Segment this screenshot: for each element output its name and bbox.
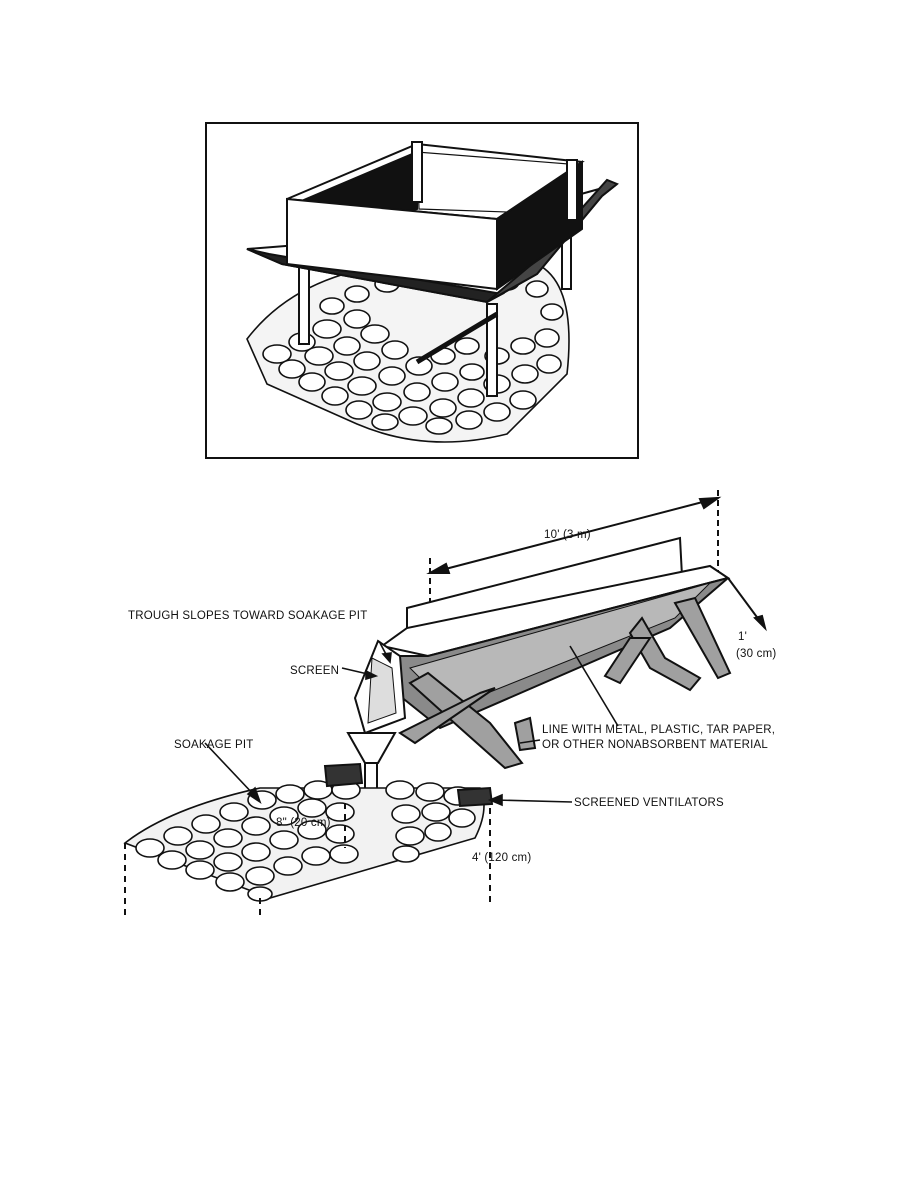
figure-soakage-pit-frame — [205, 122, 639, 459]
leader-arrows — [204, 642, 619, 807]
label-width-cm: (30 cm) — [736, 648, 777, 660]
trough-legs — [398, 596, 732, 770]
figure-urine-trough: 10' (3 m) TROUGH SLOPES TOWARD SOAKAGE P… — [110, 478, 830, 928]
label-screen: SCREEN — [290, 665, 340, 677]
ventilators — [323, 762, 494, 808]
depth-lines — [124, 803, 491, 918]
drain-pipe — [415, 311, 499, 365]
rock-bed-top — [246, 263, 570, 443]
soakage-pit — [123, 780, 485, 902]
label-depth-4ft: 4' (120 cm) — [472, 852, 532, 864]
label-depth-8in: 8" (20 cm) — [276, 817, 331, 829]
label-nonabsorbent: OR OTHER NONABSORBENT MATERIAL — [542, 739, 769, 751]
trough-illustration — [123, 490, 767, 918]
box-frame — [286, 141, 585, 291]
label-length: 10' (3 m) — [544, 529, 591, 541]
width-dimension — [727, 577, 767, 632]
label-line-with: LINE WITH METAL, PLASTIC, TAR PAPER, — [542, 724, 776, 736]
label-width-ft: 1' — [738, 631, 747, 643]
screen-mesh — [367, 657, 397, 724]
label-screened-ventilators: SCREENED VENTILATORS — [574, 797, 724, 809]
label-trough-slopes: TROUGH SLOPES TOWARD SOAKAGE PIT — [128, 610, 368, 622]
label-soakage-pit: SOAKAGE PIT — [174, 739, 254, 751]
frame-illustration — [246, 141, 619, 443]
